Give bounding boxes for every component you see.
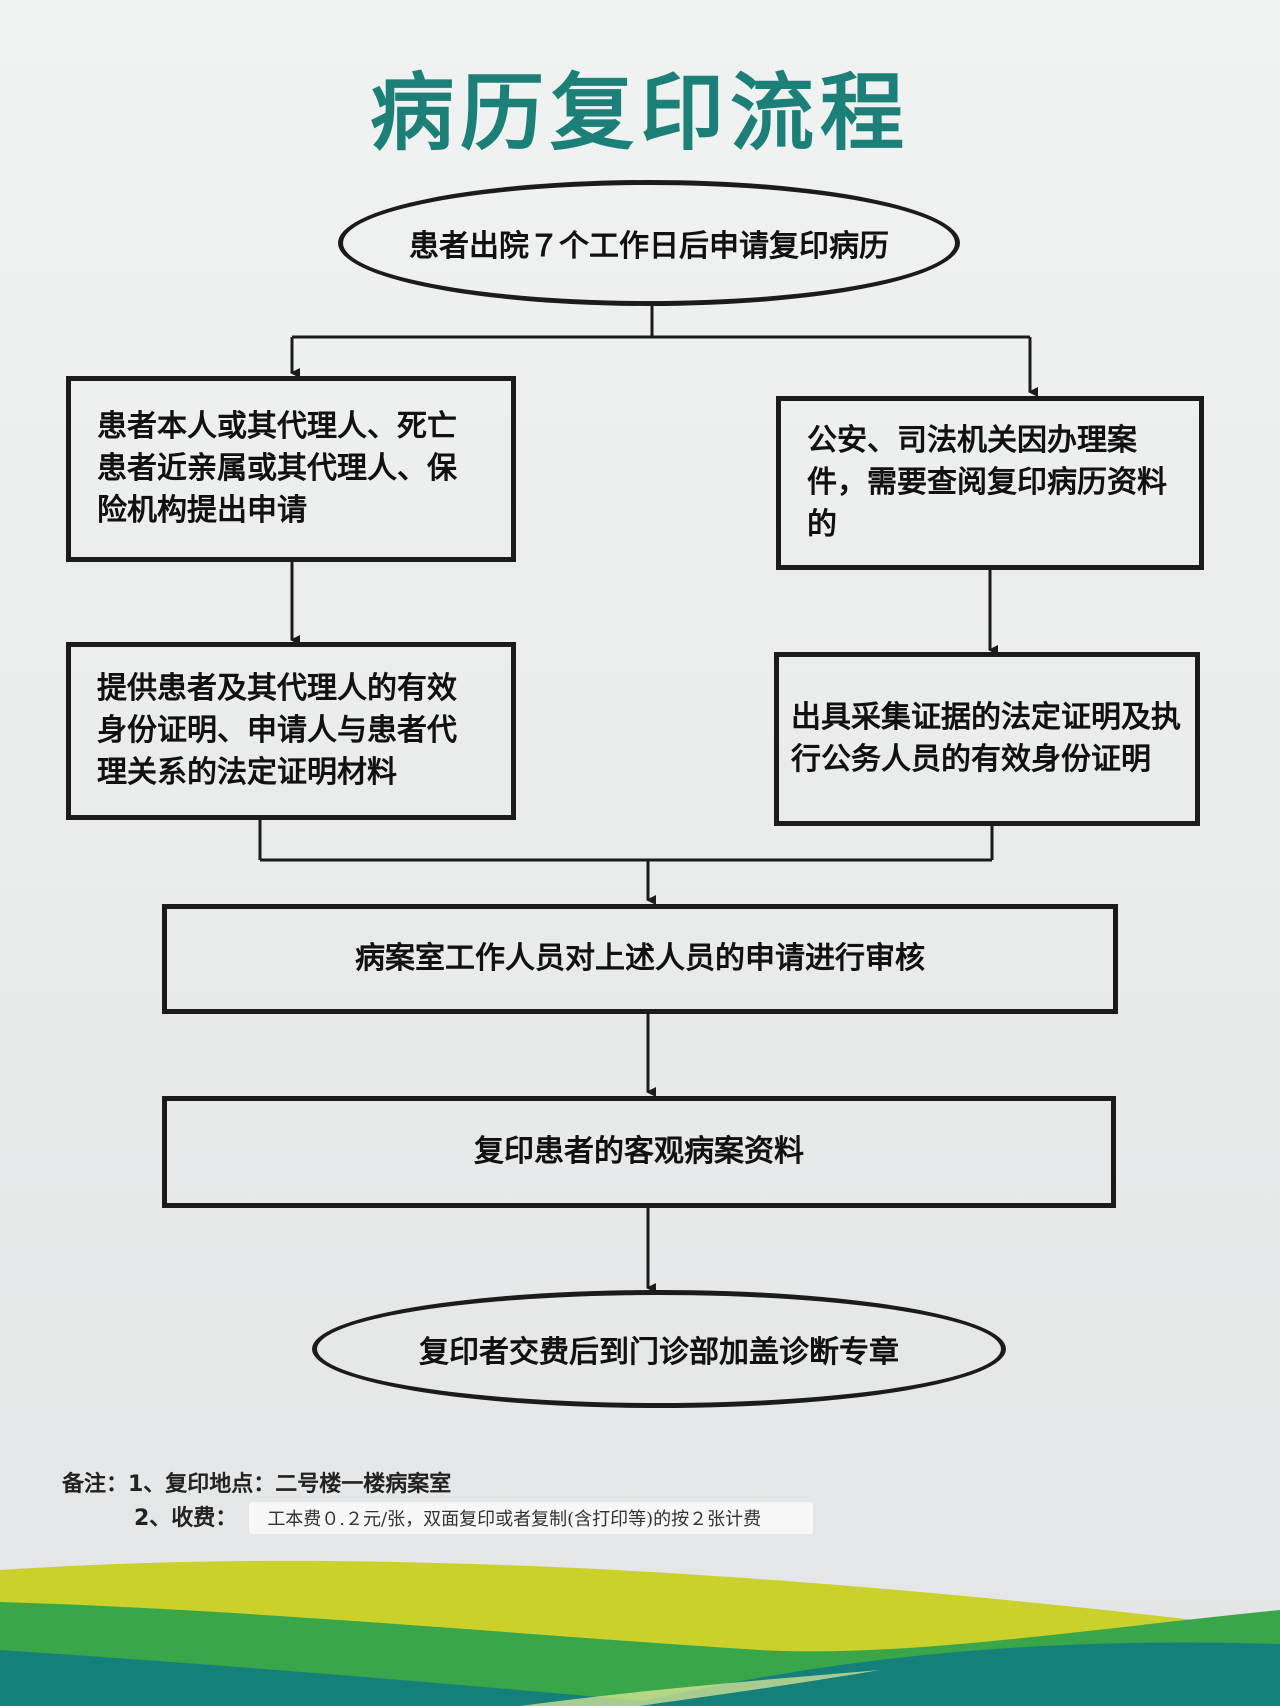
note-location: 备注：1、复印地点：二号楼一楼病案室: [62, 1472, 452, 1497]
right-request-text: 公安、司法机关因办理案件，需要查阅复印病历资料的: [807, 423, 1167, 542]
left-request-box: 患者本人或其代理人、死亡患者近亲属或其代理人、保险机构提出申请: [66, 376, 516, 562]
copy-text: 复印患者的客观病案资料: [474, 1134, 804, 1169]
review-text: 病案室工作人员对上述人员的申请进行审核: [355, 941, 925, 976]
band-teal-right: [620, 1642, 1280, 1706]
right-documents-text: 出具采集证据的法定证明及执行公务人员的有效身份证明: [791, 700, 1181, 777]
end-node: 复印者交费后到门诊部加盖诊断专章: [312, 1290, 1006, 1408]
left-documents-text: 提供患者及其代理人的有效身份证明、申请人与患者代理关系的法定证明材料: [97, 671, 457, 790]
note-fee: 2、收费： 工本费０.２元/张，双面复印或者复制(含打印等)的按２张计费: [134, 1500, 814, 1534]
review-box: 病案室工作人员对上述人员的申请进行审核: [162, 904, 1118, 1014]
left-documents-box: 提供患者及其代理人的有效身份证明、申请人与患者代理关系的法定证明材料: [66, 642, 516, 820]
page-title: 病历复印流程: [369, 64, 910, 162]
left-request-text: 患者本人或其代理人、死亡患者近亲属或其代理人、保险机构提出申请: [97, 409, 457, 528]
start-node: 患者出院７个工作日后申请复印病历: [338, 180, 960, 306]
note-fee-label: 2、收费：: [134, 1506, 238, 1531]
decorative-bottom-band: [0, 1560, 1280, 1706]
note-fee-detail: 工本费０.２元/张，双面复印或者复制(含打印等)的按２张计费: [249, 1502, 814, 1534]
band-teal-left: [0, 1650, 700, 1706]
right-request-box: 公安、司法机关因办理案件，需要查阅复印病历资料的: [776, 396, 1204, 570]
band-highlight: [520, 1670, 880, 1706]
right-documents-box: 出具采集证据的法定证明及执行公务人员的有效身份证明: [774, 652, 1200, 826]
copy-box: 复印患者的客观病案资料: [162, 1096, 1116, 1208]
